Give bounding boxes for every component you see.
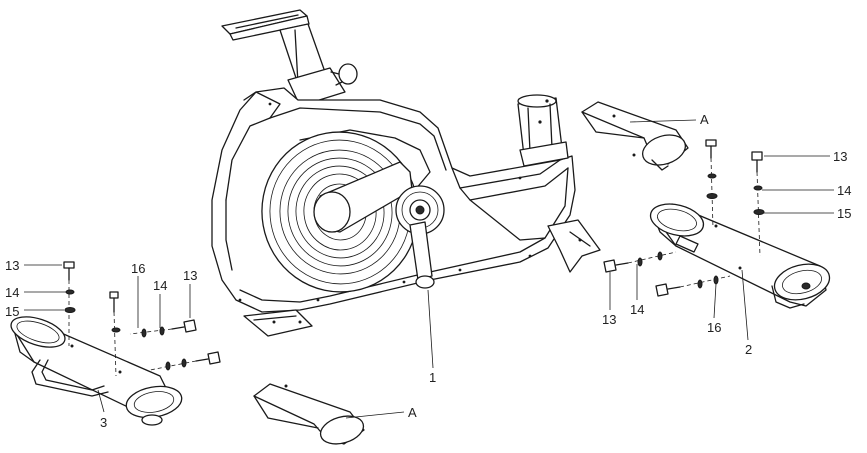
leader-lines: [24, 119, 834, 419]
label-spring-washer-left: 14: [5, 285, 19, 300]
label-spring-washer-right: 14: [837, 183, 851, 198]
hardware-left: [63, 261, 221, 377]
seat-post: [221, 9, 358, 107]
spring-washer-right-icon: [753, 185, 763, 191]
label-washer-left: 16: [131, 261, 145, 276]
label-front-stabilizer: 3: [100, 415, 107, 430]
washer-16-right-icon: [713, 275, 719, 285]
label-cover-upper: A: [700, 112, 709, 127]
rear-stabilizer: [649, 203, 831, 309]
label-bolt-lower-right: 13: [602, 312, 616, 327]
cover-a-upper: [581, 101, 689, 171]
housing-screws: [238, 102, 532, 302]
bike-frame: [211, 9, 601, 337]
hardware-right: [603, 139, 765, 297]
bolt-13-left-icon: [63, 261, 75, 269]
spring-washer-left-icon: [65, 289, 75, 295]
front-bracket: [243, 219, 601, 337]
callout-labels: 1 A A 2 3 13 14 15 16 14 13 13 14 15 13 …: [5, 112, 851, 430]
label-flat-washer-right: 15: [837, 206, 851, 221]
label-rear-stabilizer: 2: [745, 342, 752, 357]
flat-washer-left-icon: [64, 307, 76, 313]
flywheel: [261, 131, 419, 293]
cover-a-lower: [253, 383, 365, 445]
flat-washer-right-icon: [753, 209, 765, 215]
label-bolt-left: 13: [5, 258, 19, 273]
label-spring-washer-mid: 14: [153, 278, 167, 293]
label-frame: 1: [429, 370, 436, 385]
label-flat-washer-left: 15: [5, 304, 19, 319]
bolt-13-right-icon: [751, 151, 763, 161]
label-cover-lower: A: [408, 405, 417, 420]
label-washer-right: 16: [707, 320, 721, 335]
crank-assembly: [395, 185, 445, 289]
front-riser: [517, 94, 569, 167]
washer-16-left-icon: [111, 327, 121, 333]
label-spring-washer-lower-right: 14: [630, 302, 644, 317]
label-bolt-mid: 13: [183, 268, 197, 283]
label-bolt-right: 13: [833, 149, 847, 164]
front-stabilizer: [10, 316, 183, 426]
